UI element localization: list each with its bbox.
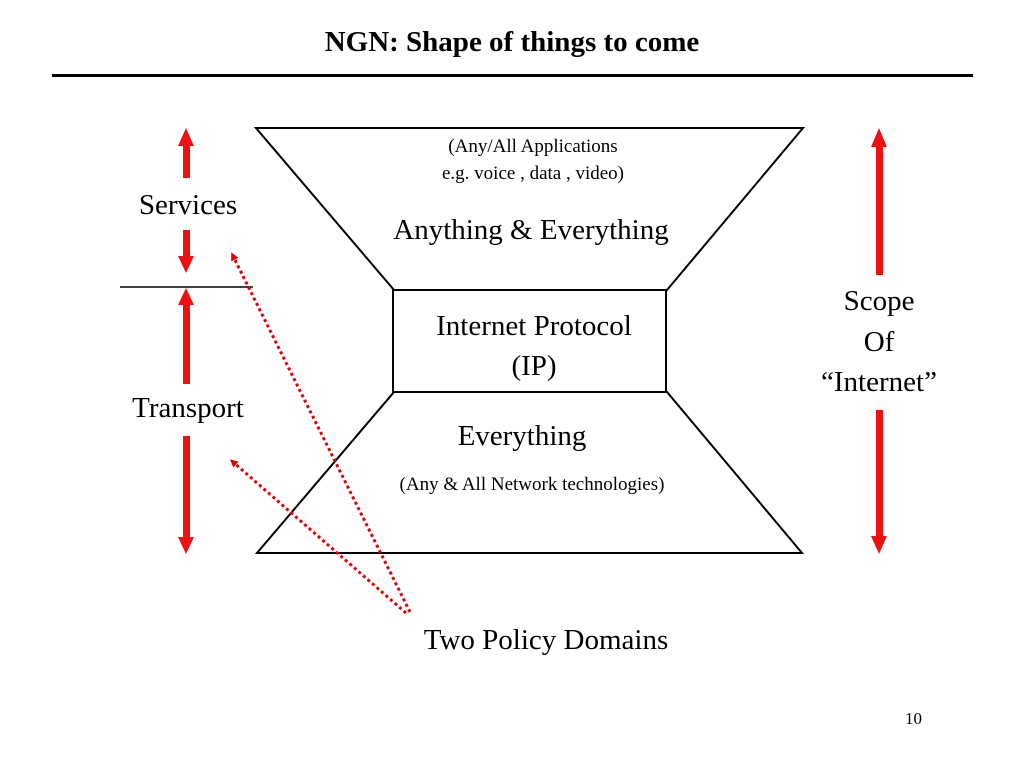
title-underline <box>52 74 973 77</box>
everything-label: Everything <box>457 420 587 452</box>
scope-label-line3: “Internet” <box>821 366 937 398</box>
two-policy-domains-label: Two Policy Domains <box>423 624 669 656</box>
scope-arrow <box>871 128 887 554</box>
page-number: 10 <box>905 709 922 728</box>
transport-label: Transport <box>132 392 244 424</box>
services-label: Services <box>138 189 238 221</box>
transport-arrow <box>178 288 194 554</box>
ip-label-line1: Internet Protocol <box>436 310 632 342</box>
applications-note-line1: (Any/All Applications <box>448 136 618 157</box>
ip-label-line2: (IP) <box>511 350 557 382</box>
network-technologies-note: (Any & All Network technologies) <box>399 474 665 495</box>
pointer-to-transport <box>229 459 407 615</box>
anything-everything-label: Anything & Everything <box>393 214 669 246</box>
pointer-to-services <box>231 252 412 613</box>
bottom-trapezoid <box>254 391 805 554</box>
slide-title: NGN: Shape of things to come <box>324 26 700 58</box>
scope-label-line2: Of <box>863 326 895 358</box>
applications-note-line2: e.g. voice , data , video) <box>441 163 624 184</box>
scope-label-line1: Scope <box>843 285 915 317</box>
services-arrow <box>178 128 194 273</box>
